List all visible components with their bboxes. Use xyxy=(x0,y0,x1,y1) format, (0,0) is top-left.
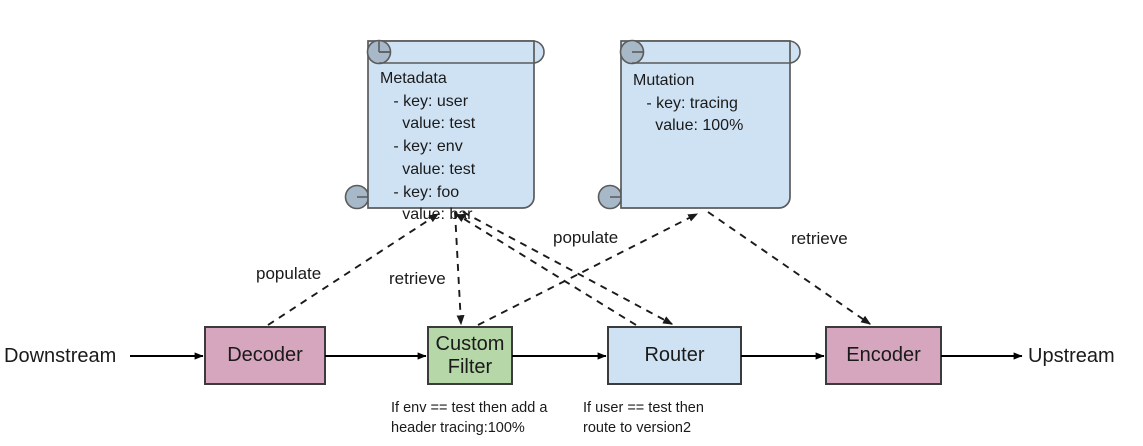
edge-label-populate-decoder-metadata: populate xyxy=(256,264,322,283)
edge-retrieve-metadata-custom-filter xyxy=(454,211,465,326)
node-box-encoder xyxy=(825,326,942,385)
node-box-custom-filter xyxy=(427,326,513,385)
edge-label-populate-custom-filter-mutation: populate xyxy=(553,228,619,247)
node-box-router xyxy=(607,326,742,385)
edge-label-retrieve-metadata-custom-filter: retrieve xyxy=(389,269,446,288)
edge-label-retrieve-mutation-encoder: retrieve xyxy=(791,229,848,248)
edge-retrieve-mutation-encoder xyxy=(707,211,871,325)
scroll-shape-mutation xyxy=(597,39,801,210)
edge-populate-router-metadata xyxy=(454,213,637,326)
note-router: If user == test then route to version2 xyxy=(583,400,704,436)
edge-populate-decoder-metadata xyxy=(267,213,440,326)
scroll-text-metadata: Metadata - key: user value: test - key: … xyxy=(380,70,476,224)
edge-retrieve-metadata-router xyxy=(462,211,674,325)
note-custom-filter: If env == test then add a header tracing… xyxy=(391,400,548,436)
node-box-decoder xyxy=(204,326,326,385)
scroll-shape-metadata xyxy=(344,39,545,210)
scroll-text-mutation: Mutation - key: tracing value: 100% xyxy=(633,72,744,135)
edge-populate-custom-filter-mutation xyxy=(477,213,699,326)
